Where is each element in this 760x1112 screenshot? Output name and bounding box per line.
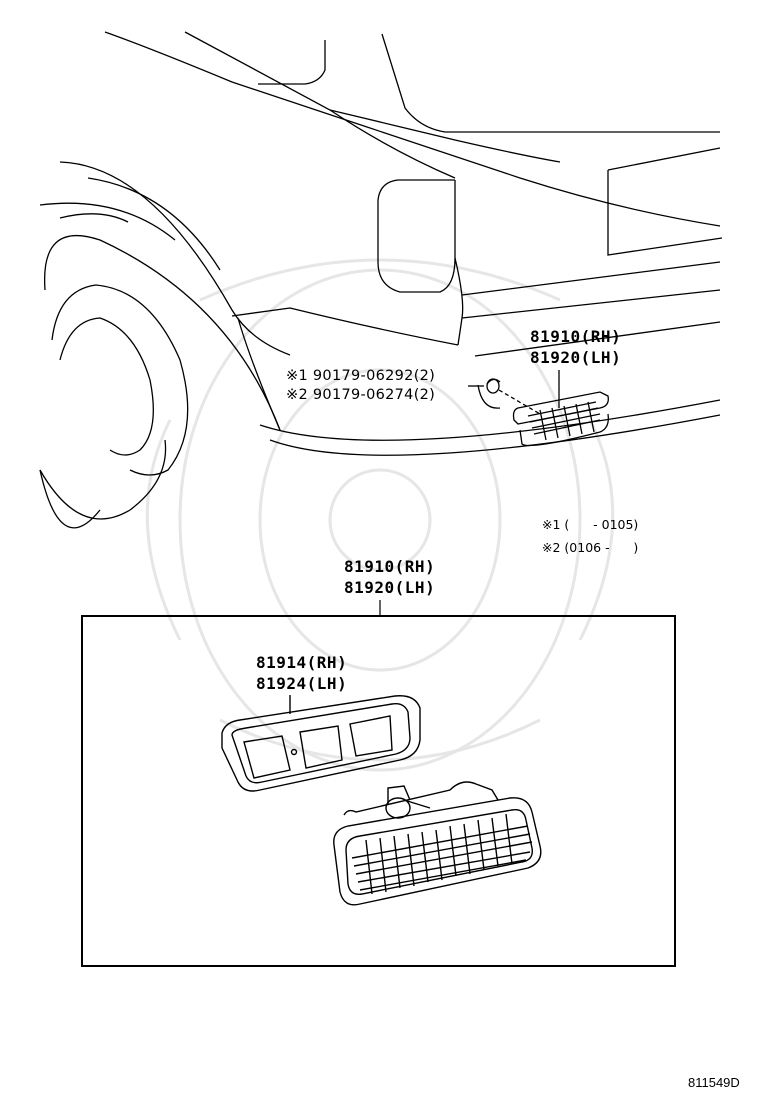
fastener-2-number: 90179-06274 [312,387,414,403]
lamp-lens [334,782,541,905]
watermark-emblem [147,260,612,770]
note-2-mark: ※2 [542,540,561,555]
note-1-range: ( - 0105) [564,517,639,532]
note-1-mark: ※1 [542,517,561,532]
assembly-box [82,600,675,966]
lamp-bezel [222,695,420,791]
note-1: ※1 ( - 0105) [542,517,638,533]
fastener-2-label: ※2 90179-06274(2) [286,387,435,403]
main-part-rh-label: 81910(RH) [530,327,622,346]
sub-part-lh-label: 81924(LH) [256,674,348,693]
box-part-rh-label: 81910(RH) [344,557,436,576]
diagram-code: 811549D [688,1075,740,1090]
clip-fastener [468,379,540,414]
vehicle-body-outline [40,32,722,528]
fastener-1-number: 90179-06292 [312,368,414,384]
fastener-1-qty: (2) [413,368,436,384]
mounted-side-marker [514,370,609,446]
box-part-lh-label: 81920(LH) [344,578,436,597]
fastener-1-mark: ※1 [286,368,308,384]
fastener-2-mark: ※2 [286,387,308,403]
main-part-lh-label: 81920(LH) [530,348,622,367]
note-2-range: (0106 - ) [564,540,639,555]
fastener-1-label: ※1 90179-06292(2) [286,368,435,384]
note-2: ※2 (0106 - ) [542,540,638,556]
fastener-2-qty: (2) [413,387,436,403]
sub-part-rh-label: 81914(RH) [256,653,348,672]
